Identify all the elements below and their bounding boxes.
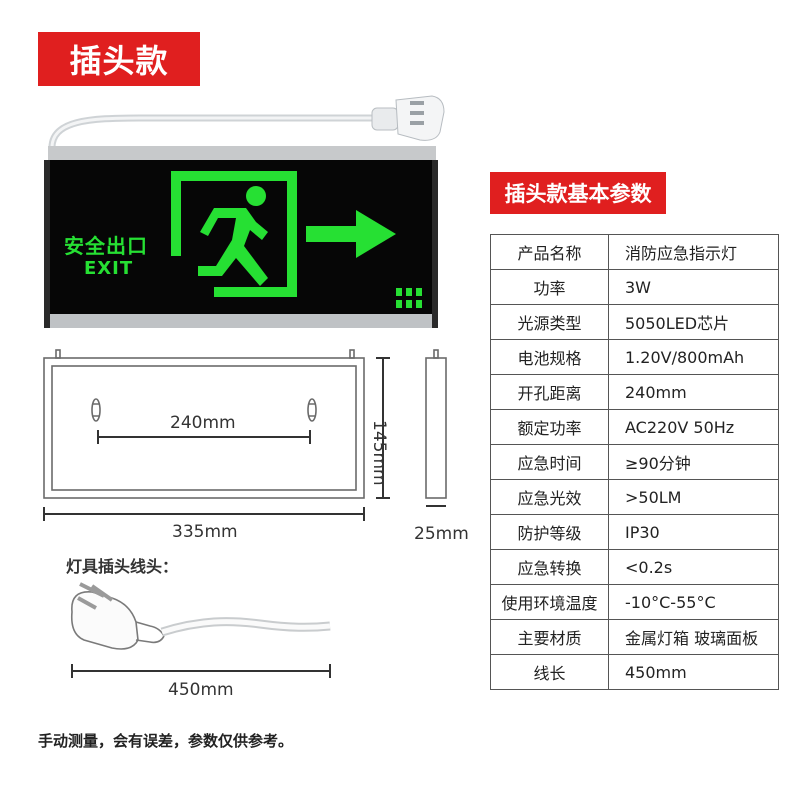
side-view-drawing [425, 349, 447, 499]
table-row: 应急时间≥90分钟 [490, 444, 779, 480]
spec-value: ≥90分钟 [608, 444, 779, 480]
width-dimension [43, 507, 365, 521]
spec-value: >50LM [608, 479, 779, 515]
height-label: 145mm [369, 420, 389, 486]
status-leds-icon [396, 288, 422, 308]
power-cable [48, 114, 380, 151]
plug-heading: 灯具插头线头： [66, 557, 179, 576]
spec-key: 产品名称 [490, 234, 609, 270]
spec-value: <0.2s [608, 549, 779, 585]
table-row: 应急转换<0.2s [490, 549, 779, 585]
table-row: 应急光效>50LM [490, 479, 779, 515]
spec-title: 插头款基本参数 [490, 172, 666, 214]
spec-value: -10°C-55°C [608, 584, 779, 620]
spec-key: 主要材质 [490, 619, 609, 655]
plug-drawing [70, 582, 165, 650]
runner-figure-icon [198, 186, 268, 286]
table-row: 使用环境温度-10°C-55°C [490, 584, 779, 620]
spec-key: 线长 [490, 654, 609, 690]
spec-key: 功率 [490, 269, 609, 305]
spec-key: 使用环境温度 [490, 584, 609, 620]
spec-value: 240mm [608, 374, 779, 410]
spec-key: 应急时间 [490, 444, 609, 480]
spec-key: 电池规格 [490, 339, 609, 375]
spec-value: 金属灯箱 玻璃面板 [608, 619, 779, 655]
table-row: 主要材质金属灯箱 玻璃面板 [490, 619, 779, 655]
plug-icon [371, 95, 445, 141]
spec-key: 防护等级 [490, 514, 609, 550]
spec-value: 3W [608, 269, 779, 305]
spec-value: 450mm [608, 654, 779, 690]
spec-key: 应急转换 [490, 549, 609, 585]
hole-distance-dimension [97, 430, 311, 444]
cable-length-dimension [71, 664, 331, 678]
hole-distance-label: 240mm [170, 413, 236, 433]
sign-label-chinese: 安全出口 [64, 234, 148, 258]
spec-key: 额定功率 [490, 409, 609, 445]
table-row: 产品名称消防应急指示灯 [490, 234, 779, 270]
page-title: 插头款 [38, 32, 200, 86]
disclaimer-note: 手动测量，会有误差，参数仅供参考。 [38, 732, 294, 750]
running-man-icon [171, 171, 297, 297]
width-label: 335mm [172, 522, 238, 542]
spec-key: 开孔距离 [490, 374, 609, 410]
front-view-drawing [43, 349, 365, 499]
arrow-right-icon [306, 210, 396, 258]
spec-value: 5050LED芯片 [608, 304, 779, 340]
spec-value: IP30 [608, 514, 779, 550]
spec-key: 应急光效 [490, 479, 609, 515]
depth-label: 25mm [414, 524, 469, 544]
height-dimension [376, 357, 390, 499]
spec-key: 光源类型 [490, 304, 609, 340]
cable-length-label: 450mm [168, 680, 234, 700]
sign-label-english: EXIT [84, 258, 134, 279]
spec-value: 1.20V/800mAh [608, 339, 779, 375]
spec-value: AC220V 50Hz [608, 409, 779, 445]
spec-value: 消防应急指示灯 [608, 234, 779, 270]
